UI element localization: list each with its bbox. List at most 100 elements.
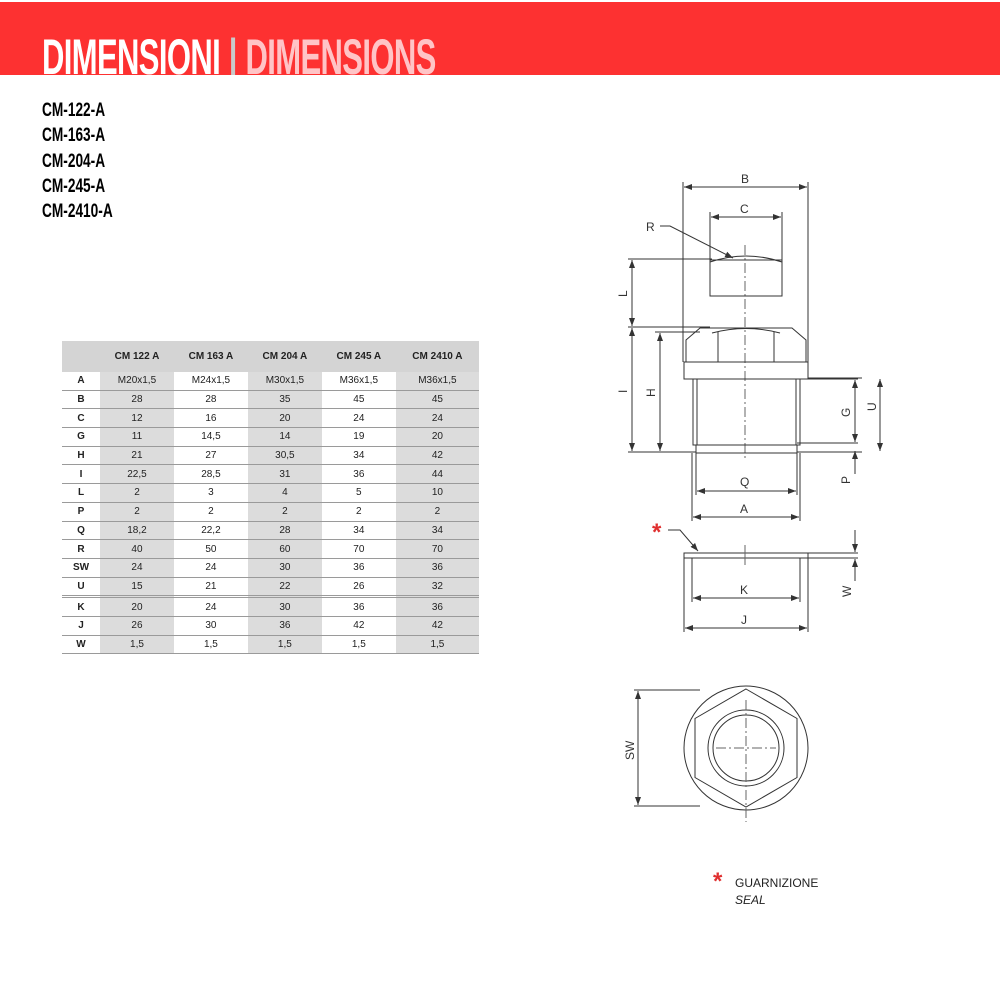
table-cell: 22,5 — [100, 464, 174, 485]
column-header: CM 163 A — [173, 341, 248, 372]
page-title: DIMENSIONI|DIMENSIONS — [42, 29, 436, 75]
table-cell: 32 — [395, 577, 479, 599]
table-cell: 42 — [321, 616, 396, 636]
table-cell: 24 — [173, 558, 248, 578]
cap-shape — [709, 259, 783, 297]
table-cell: 24 — [321, 408, 396, 429]
table-cell: 60 — [247, 539, 322, 559]
row-label: W — [62, 635, 100, 655]
table-cell: 30 — [173, 616, 248, 636]
table-cell: 24 — [395, 408, 479, 429]
table-cell: 28 — [100, 390, 174, 410]
table-cell: M36x1,5 — [395, 372, 479, 391]
dim-label-w: W — [840, 585, 854, 597]
table-cell: 1,5 — [247, 635, 322, 655]
table-cell: 36 — [395, 558, 479, 578]
legend-label-it: GUARNIZIONE — [735, 876, 819, 890]
dim-label-h: H — [644, 388, 658, 397]
table-cell: 20 — [247, 408, 322, 429]
table-cell: 1,5 — [173, 635, 248, 655]
table-cell: 34 — [395, 521, 479, 541]
table-cell: 14 — [247, 427, 322, 447]
dim-label-r: R — [646, 220, 655, 234]
table-cell: 50 — [173, 539, 248, 559]
model-name: CM-163-A — [42, 125, 106, 147]
table-cell: M30x1,5 — [247, 372, 322, 391]
table-cell: 24 — [100, 558, 174, 578]
table-cell: M24x1,5 — [173, 372, 248, 391]
dim-label-j: J — [741, 613, 747, 627]
row-label: I — [62, 464, 100, 485]
table-cell: 21 — [173, 577, 248, 599]
table-cell: 2 — [173, 502, 248, 522]
table-cell: 14,5 — [173, 427, 248, 447]
dim-label-q: Q — [740, 475, 749, 489]
table-cell: 35 — [247, 390, 322, 410]
table-cell: 1,5 — [100, 635, 174, 655]
table-cell: 36 — [321, 464, 396, 485]
top-view: SW — [623, 685, 809, 822]
row-label: SW — [62, 558, 100, 578]
column-header: CM 245 A — [321, 341, 396, 372]
table-cell: 3 — [173, 483, 248, 503]
row-label: A — [62, 372, 100, 391]
table-cell: 42 — [395, 616, 479, 636]
row-label: G — [62, 427, 100, 447]
table-cell: M20x1,5 — [100, 372, 174, 391]
table-cell: 34 — [321, 521, 396, 541]
table-cell: 45 — [395, 390, 479, 410]
table-cell: 36 — [321, 558, 396, 578]
table-cell: 18,2 — [100, 521, 174, 541]
table-cell: 27 — [173, 446, 248, 466]
table-cell: 36 — [395, 596, 479, 617]
table-cell: 20 — [100, 596, 174, 617]
row-label: L — [62, 483, 100, 503]
table-cell: 15 — [100, 577, 174, 599]
table-cell: 2 — [247, 502, 322, 522]
column-header: CM 2410 A — [395, 341, 479, 372]
row-label: U — [62, 577, 100, 599]
dim-label-i: I — [616, 390, 630, 393]
row-label: P — [62, 502, 100, 522]
row-label: H — [62, 446, 100, 466]
row-label: C — [62, 408, 100, 429]
table-cell: 36 — [247, 616, 322, 636]
table-cell: 30 — [247, 558, 322, 578]
row-label: Q — [62, 521, 100, 541]
corner-cell — [62, 341, 100, 372]
table-cell: 30 — [247, 596, 322, 617]
legend-label-en: SEAL — [735, 893, 766, 907]
table-cell: 22 — [247, 577, 322, 599]
table-cell: 1,5 — [395, 635, 479, 655]
table-cell: 11 — [100, 427, 174, 447]
model-name: CM-122-A — [42, 100, 106, 121]
table-cell: 40 — [100, 539, 174, 559]
table-cell: 2 — [100, 502, 174, 522]
row-label: J — [62, 616, 100, 636]
table-cell: 28,5 — [173, 464, 248, 485]
row-label: K — [62, 596, 100, 617]
dim-label-g: G — [839, 408, 853, 417]
dim-label-a: A — [740, 502, 748, 516]
model-name: CM-204-A — [42, 150, 106, 172]
dim-label-u: U — [865, 402, 879, 411]
column-header: CM 122 A — [100, 341, 174, 372]
table-cell: 21 — [100, 446, 174, 466]
table-cell: M36x1,5 — [321, 372, 396, 391]
table-cell: 16 — [173, 408, 248, 429]
side-view: B C R L I H G U P Q A — [616, 172, 883, 521]
dim-label-k: K — [740, 583, 748, 597]
